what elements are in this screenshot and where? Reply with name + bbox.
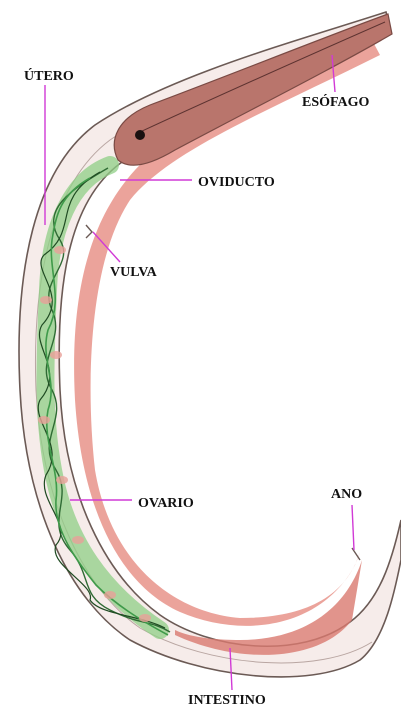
esophagus	[114, 14, 392, 165]
vulva-mark	[86, 225, 92, 238]
label-ovario: OVARIO	[138, 496, 194, 511]
nerve-ring-spot	[135, 130, 145, 140]
label-intestino: INTESTINO	[188, 693, 266, 708]
label-oviducto: OVIDUCTO	[198, 175, 275, 190]
label-ano: ANO	[331, 487, 362, 502]
label-vulva: VULVA	[110, 265, 158, 280]
label-esofago: ESÓFAGO	[302, 93, 370, 110]
label-utero: ÚTERO	[24, 67, 74, 84]
anus-mark	[352, 548, 360, 560]
callout-ano	[352, 505, 354, 550]
